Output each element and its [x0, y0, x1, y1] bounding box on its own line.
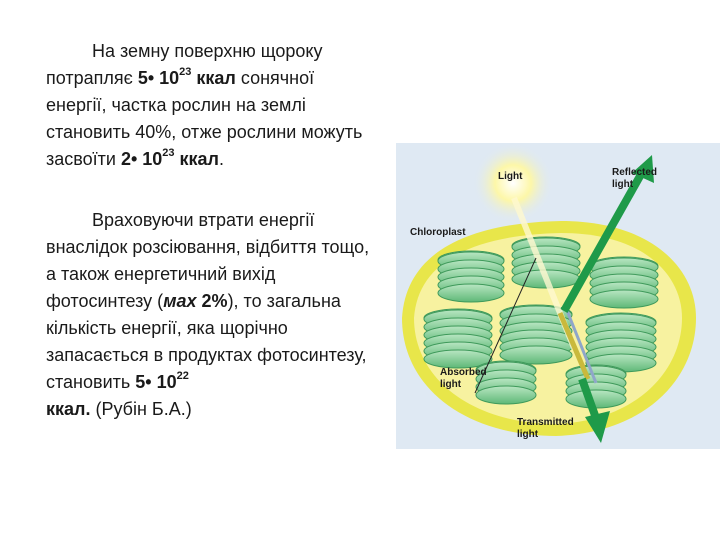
thylakoid-disc — [565, 389, 627, 409]
paragraph-energy-losses: Враховуючи втрати енергії внаслідок розс… — [46, 207, 376, 423]
p2-text-b: ), то загальна кількість енергії, яка що… — [46, 291, 367, 392]
p1-value-b: 2• 1023 ккал — [120, 147, 219, 170]
absorbed-light-ray-edge — [564, 307, 598, 384]
p2-italic-max: мах — [163, 291, 197, 311]
light-source-glow — [473, 143, 553, 223]
p2-citation: (Рубін Б.А.) — [90, 399, 192, 419]
p2-unit: ккал. — [46, 399, 91, 419]
light-rays — [474, 196, 598, 394]
thylakoid-disc — [437, 283, 505, 303]
label-chloroplast: Chloroplast — [410, 227, 466, 238]
reflected-light-arrow — [560, 155, 654, 313]
label-reflected-light: Reflected light — [612, 167, 658, 190]
label-light: Light — [498, 171, 523, 182]
p2-value: 5• 1022 — [135, 370, 189, 393]
p1-text-b: сонячної енергії, частка рослин на землі… — [46, 68, 363, 169]
chloroplast-light-figure: Light Reflected light Chloroplast Absorb… — [396, 143, 720, 449]
thylakoid-disc — [475, 385, 537, 405]
p2-percent: 2% — [196, 291, 228, 311]
absorbed-light-ray — [557, 312, 591, 380]
absorbed-label-leader — [474, 257, 537, 394]
thylakoid-disc — [499, 345, 573, 365]
p1-value-a: 5• 1023 ккал — [137, 66, 236, 89]
thylakoid-stacks — [423, 236, 659, 409]
chloroplast-illustration — [396, 143, 720, 449]
p1-text-a: На земну поверхню щороку потрапляє — [46, 41, 323, 88]
thylakoid-disc — [423, 349, 493, 369]
thylakoid-disc — [589, 289, 659, 309]
transmitted-light-arrow — [578, 377, 610, 443]
paragraph-solar-energy: На земну поверхню щороку потрапляє 5• 10… — [46, 41, 363, 170]
label-transmitted-light: Transmitted light — [517, 417, 574, 440]
label-absorbed-light: Absorbed light — [440, 367, 487, 390]
p2-text-a: Враховуючи втрати енергії внаслідок розс… — [46, 210, 370, 311]
